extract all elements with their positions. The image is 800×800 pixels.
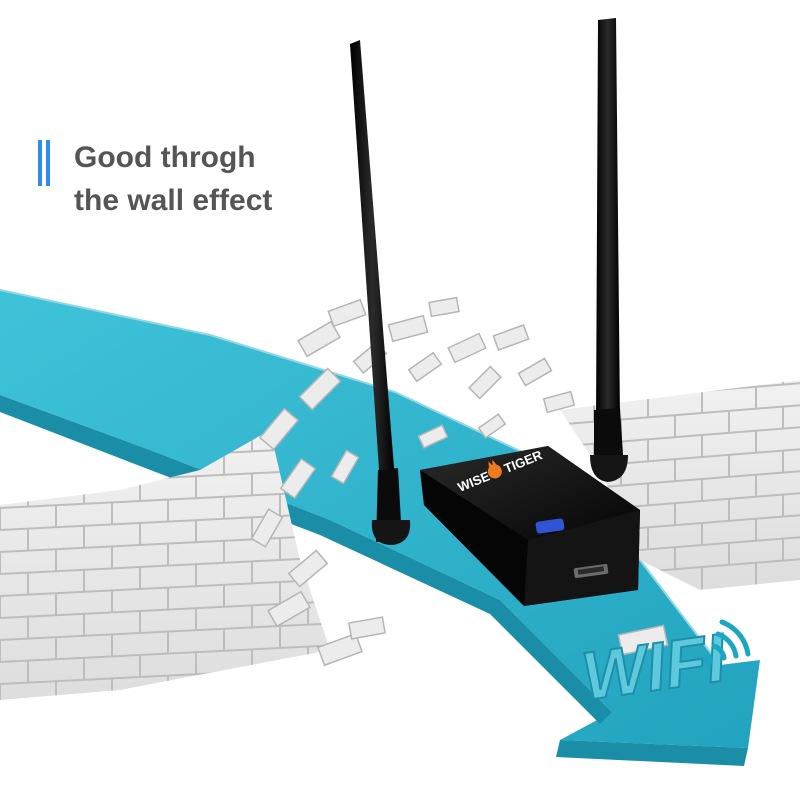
brick-piece [327, 298, 367, 328]
brick-piece [297, 320, 341, 358]
brick-piece [492, 324, 530, 351]
accent-bar-2 [46, 140, 50, 186]
wifi-adapter-device [420, 446, 640, 606]
brick-piece [517, 357, 553, 387]
headline-text: Good throgh the wall effect [74, 136, 374, 222]
brick-piece [417, 424, 449, 449]
brick-piece [542, 390, 576, 414]
brick-piece [267, 590, 311, 628]
brick-piece [407, 351, 443, 383]
brick-piece [330, 449, 360, 485]
antenna-right [590, 18, 628, 482]
wifi-signal-icon [703, 619, 751, 665]
brick-piece [428, 296, 460, 318]
brick-piece [250, 508, 284, 548]
status-led [535, 518, 565, 534]
brick-piece [279, 457, 317, 500]
brick-piece [387, 314, 429, 343]
brick-piece [477, 413, 507, 439]
antenna-left [350, 40, 411, 545]
accent-bar-icon [38, 140, 54, 186]
headline-line-2: the wall effect [74, 184, 273, 217]
headline-line-1: Good throgh [74, 141, 256, 174]
flying-bricks [250, 296, 669, 667]
brick-piece [316, 632, 364, 667]
brick-piece [287, 549, 329, 588]
brick-piece [617, 624, 669, 656]
brick-piece [258, 407, 300, 451]
brick-piece [468, 365, 502, 400]
brick-piece [298, 367, 342, 411]
brick-piece [348, 616, 386, 640]
brick-piece [447, 332, 487, 364]
accent-bar-1 [38, 140, 42, 186]
tiger-flame-logo-icon [487, 459, 502, 479]
